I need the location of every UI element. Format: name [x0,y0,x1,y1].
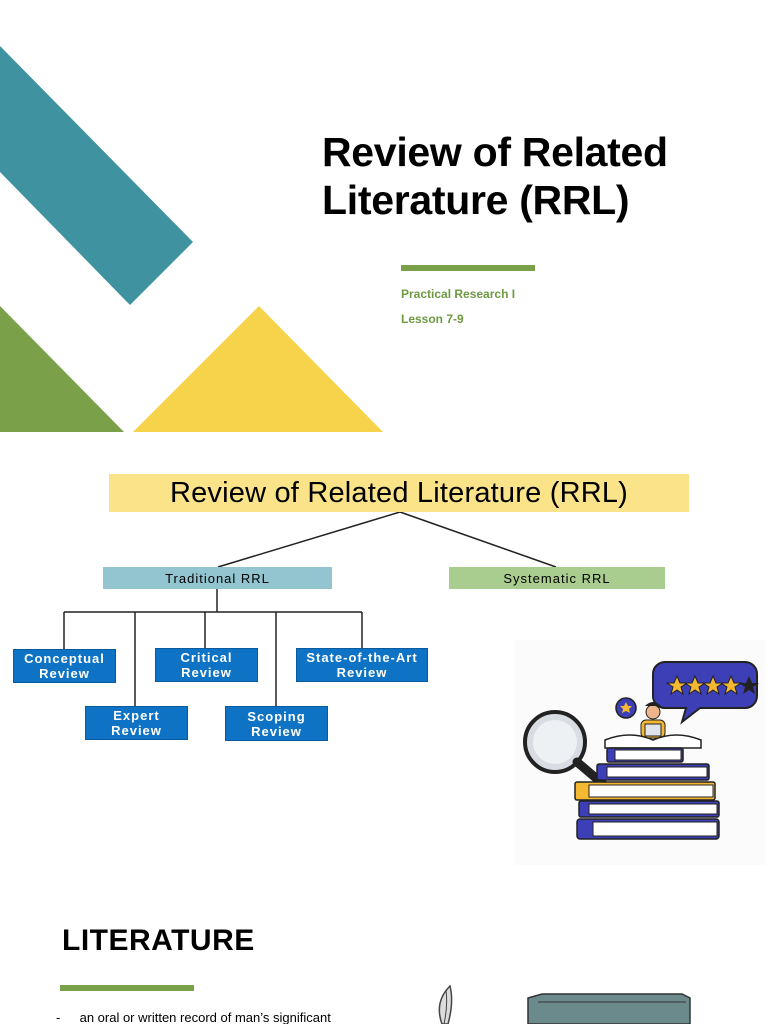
expert-review-box: Expert Review [85,706,188,740]
yellow-triangle [133,306,383,432]
decorative-shapes [0,46,383,432]
books-illustration [515,640,765,865]
literature-slide: LITERATURE - an oral or written record o… [0,880,768,1024]
rrl-diagram-slide: Review of Related Literature (RRL) Tradi… [0,440,768,872]
rrl-root-box: Review of Related Literature (RRL) [109,474,689,512]
teal-diagonal-band [0,46,193,305]
bullet-dash: - [56,1010,61,1024]
traditional-rrl-box: Traditional RRL [103,567,332,589]
title-accent-bar [401,265,535,271]
lesson-subtitle: Lesson 7-9 [401,312,464,326]
connector-lines [63,511,557,707]
quill-and-book-illustration [438,984,691,1024]
green-triangle [0,306,124,432]
systematic-rrl-box: Systematic RRL [449,567,665,589]
connector-root-systematic [399,511,557,568]
conceptual-review-box: Conceptual Review [13,649,116,683]
state-of-the-art-review-box: State-of-the-Art Review [296,648,428,682]
scoping-review-box: Scoping Review [225,706,328,741]
critical-review-box: Critical Review [155,648,258,682]
connector-root-traditional [217,511,401,568]
literature-bullet: - an oral or written record of man’s sig… [56,1010,331,1024]
course-subtitle: Practical Research I [401,287,516,301]
slide-title: Review of Related Literature (RRL) [322,129,668,223]
literature-title: LITERATURE [62,924,255,957]
title-slide: Review of Related Literature (RRL) Pract… [0,0,768,432]
literature-accent-bar [60,985,194,991]
bullet-text: an oral or written record of man’s signi… [79,1010,331,1024]
